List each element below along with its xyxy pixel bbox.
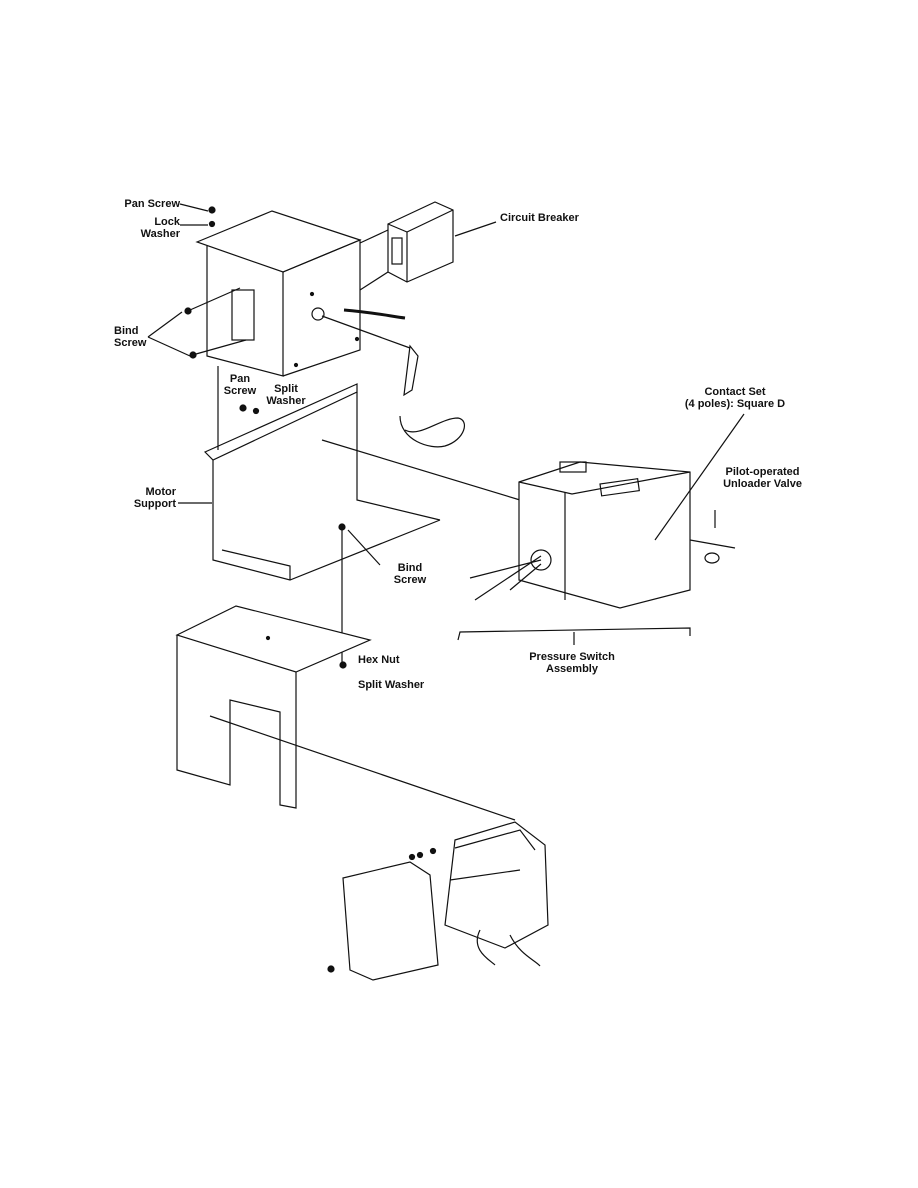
- label-line: Pan: [229, 373, 251, 385]
- label-line: Bind: [397, 562, 423, 574]
- motor-support: [203, 366, 441, 581]
- enclosure-box: [195, 210, 362, 377]
- motor-end-cover: [342, 821, 549, 981]
- label-line: Washer: [266, 395, 306, 407]
- label-split-washer-low: Split Washer: [358, 679, 425, 691]
- label-line: Split: [274, 383, 298, 395]
- lower-cover: [175, 605, 516, 821]
- label-line: Screw: [114, 337, 147, 349]
- label-line: Contact Set: [704, 386, 766, 398]
- label-line: Motor: [145, 486, 176, 498]
- screws: [184, 206, 437, 973]
- label-contact-set: Contact Set(4 poles): Square D: [670, 386, 800, 410]
- label-line: Washer: [140, 228, 180, 240]
- label-line: Pressure Switch: [529, 651, 615, 663]
- label-line: Pilot-operated: [725, 466, 800, 478]
- label-line: Lock: [154, 216, 180, 228]
- label-pan-screw-top: Pan Screw: [124, 198, 180, 210]
- label-line: Support: [133, 498, 176, 510]
- circuit-breaker: [359, 201, 454, 291]
- label-hex-nut: Hex Nut: [358, 654, 400, 666]
- label-line: Unloader Valve: [723, 478, 802, 490]
- label-line: Assembly: [546, 663, 598, 675]
- label-line: Bind: [114, 325, 139, 337]
- label-circuit-breaker: Circuit Breaker: [500, 212, 579, 224]
- pressure-switch: [457, 413, 745, 645]
- label-line: Screw: [223, 385, 257, 397]
- label-line: Screw: [393, 574, 427, 586]
- label-line: (4 poles): Square D: [684, 398, 786, 410]
